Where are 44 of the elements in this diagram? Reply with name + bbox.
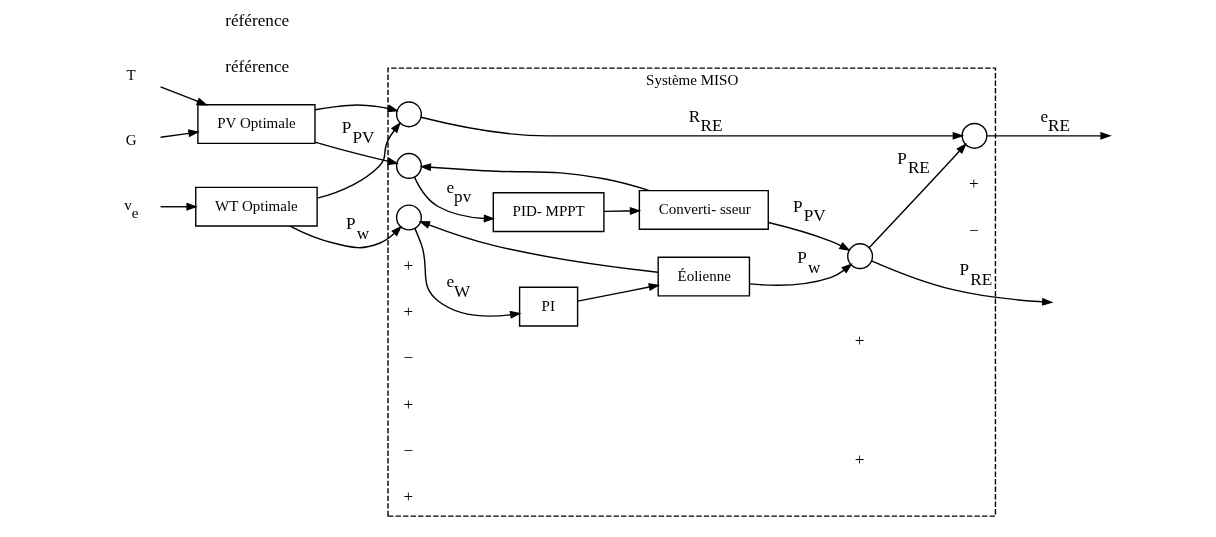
arrow — [159, 202, 198, 211]
arrow — [420, 116, 965, 140]
arrow — [414, 227, 522, 319]
label: − — [403, 348, 414, 368]
node-box: WT Optimale — [195, 186, 318, 227]
arrow — [314, 104, 399, 113]
node-circle — [395, 152, 422, 179]
arrow — [577, 283, 661, 302]
node-box: PI — [518, 286, 579, 327]
label: + — [403, 255, 414, 275]
label: référence — [225, 11, 290, 31]
node-box: Converti- sseur — [638, 189, 769, 230]
node-text: T — [126, 66, 136, 83]
arrow — [986, 131, 1112, 140]
arrow — [868, 142, 967, 249]
arrow — [159, 129, 200, 138]
arrow — [767, 221, 851, 251]
node-circle — [961, 122, 988, 149]
arrow — [603, 207, 642, 215]
arrow — [159, 86, 208, 106]
node-box: PV Optimale — [197, 104, 316, 145]
label: référence — [225, 57, 290, 77]
node-text: G — [125, 132, 137, 149]
label: + — [854, 450, 865, 470]
label: − — [969, 220, 979, 240]
label: + — [854, 331, 865, 351]
arrow — [314, 141, 399, 166]
node-circle — [395, 101, 422, 128]
label: − — [403, 440, 414, 460]
label: + — [403, 302, 414, 322]
node-box: PID- MPPT — [492, 192, 605, 233]
node-circle — [395, 204, 422, 231]
arrow — [289, 225, 403, 249]
arrow — [316, 121, 402, 199]
arrow — [413, 176, 496, 223]
arrow — [418, 220, 659, 273]
label: + — [403, 486, 414, 506]
arrow — [870, 260, 1054, 306]
arrow — [748, 263, 853, 286]
node-circle — [847, 243, 874, 270]
arrow — [419, 163, 651, 192]
label: + — [969, 174, 979, 194]
node-box: Éolienne — [657, 256, 751, 297]
label: + — [403, 394, 414, 414]
